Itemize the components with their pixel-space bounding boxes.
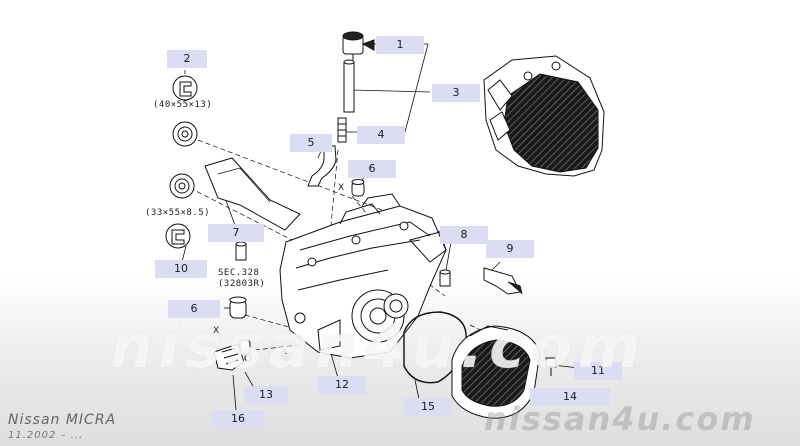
callout-2[interactable]: 2 <box>167 50 207 68</box>
callout-14[interactable]: 14 <box>530 388 610 406</box>
section-ref-line1: SEC.328 <box>218 268 260 278</box>
sleeve <box>235 241 247 261</box>
callout-9[interactable]: 9 <box>486 240 534 258</box>
callout-11[interactable]: 11 <box>574 362 622 380</box>
brand-model: Nissan MICRA <box>8 412 117 428</box>
callout-12[interactable]: 12 <box>318 376 366 394</box>
callout-16[interactable]: 16 <box>212 410 264 428</box>
callout-7[interactable]: 7 <box>208 224 264 242</box>
watermark-center: nissan4u.com <box>110 312 647 382</box>
callout-13[interactable]: 13 <box>244 386 288 404</box>
oil-seal-upper <box>172 75 198 147</box>
mount-bushing-lower <box>229 296 247 319</box>
callout-6-lower[interactable]: 6 <box>168 300 220 318</box>
cover-bolt <box>545 357 557 376</box>
seal-upper-dimensions: (40×55×13) <box>153 100 213 110</box>
inset-case-view <box>483 55 605 177</box>
callout-8[interactable]: 8 <box>440 226 488 244</box>
x-mark-upper: X <box>338 183 345 193</box>
mount-bushing-upper <box>351 179 365 197</box>
position-switch <box>483 267 523 295</box>
callout-6-upper[interactable]: 6 <box>348 160 396 178</box>
breather-connector <box>337 117 347 143</box>
callout-10[interactable]: 10 <box>155 260 207 278</box>
x-mark-right: X <box>281 347 288 357</box>
callout-4[interactable]: 4 <box>357 126 405 144</box>
callout-1[interactable]: 1 <box>376 36 424 54</box>
breather-hose <box>307 145 337 187</box>
pinion-sleeve <box>239 339 252 362</box>
watermark-corner: nissan4u.com <box>484 400 756 438</box>
transaxle-case <box>279 193 447 359</box>
filler-plug <box>439 269 451 287</box>
brand-date: 11.2002 – ... <box>8 430 84 441</box>
callout-5[interactable]: 5 <box>290 134 332 152</box>
breather-cap <box>342 31 375 60</box>
pinion-gear <box>213 343 245 371</box>
section-ref-line2: (32803R) <box>218 279 266 289</box>
gasket-inner-edge <box>217 167 271 203</box>
x-mark-left: X <box>213 326 220 336</box>
seal-lower-dimensions: (33×55×8.5) <box>145 208 211 218</box>
gasket-plate <box>204 157 301 231</box>
breather-tube <box>343 59 355 113</box>
callout-3[interactable]: 3 <box>432 84 480 102</box>
callout-15[interactable]: 15 <box>404 398 452 416</box>
oil-seal-lower <box>165 173 195 249</box>
